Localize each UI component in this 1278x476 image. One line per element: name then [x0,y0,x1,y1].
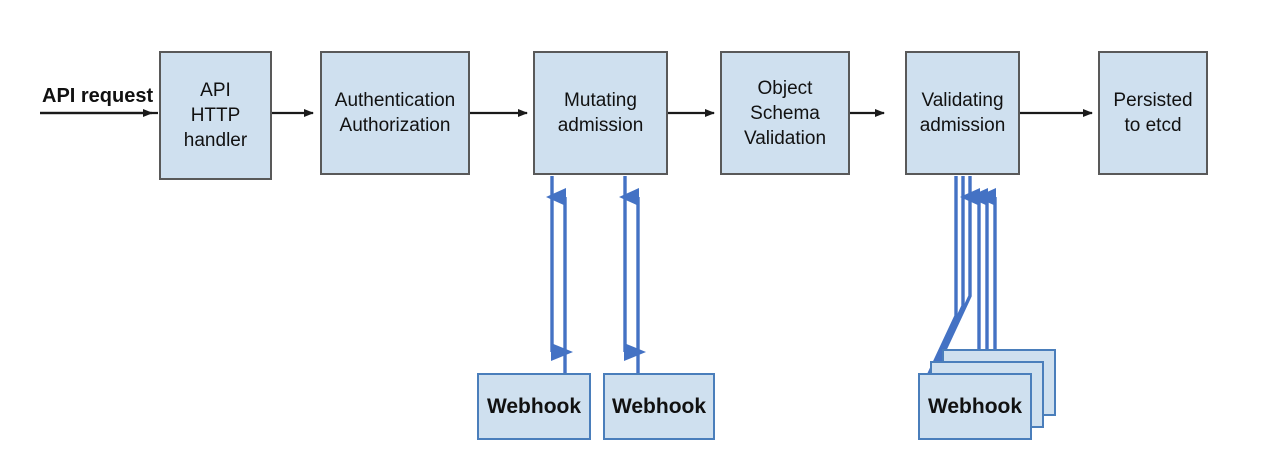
connector-mutating-to-webhook-1 [546,176,573,373]
node-api-http-handler[interactable]: API HTTP handler [159,51,272,180]
webhook-box-mutating-2[interactable]: Webhook [603,373,715,440]
connector-mutating-to-webhook-2 [619,176,646,373]
webhook-box-mutating-1[interactable]: Webhook [477,373,591,440]
api-request-label: API request [42,85,154,107]
node-persisted-to-etcd[interactable]: Persisted to etcd [1098,51,1208,175]
node-validating-admission[interactable]: Validating admission [905,51,1020,175]
connector-validating-to-webhook-stack [923,176,997,395]
node-object-schema-validation[interactable]: Object Schema Validation [720,51,850,175]
node-mutating-admission[interactable]: Mutating admission [533,51,668,175]
webhook-box-validating-front[interactable]: Webhook [918,373,1032,440]
node-authentication-authorization[interactable]: Authentication Authorization [320,51,470,175]
